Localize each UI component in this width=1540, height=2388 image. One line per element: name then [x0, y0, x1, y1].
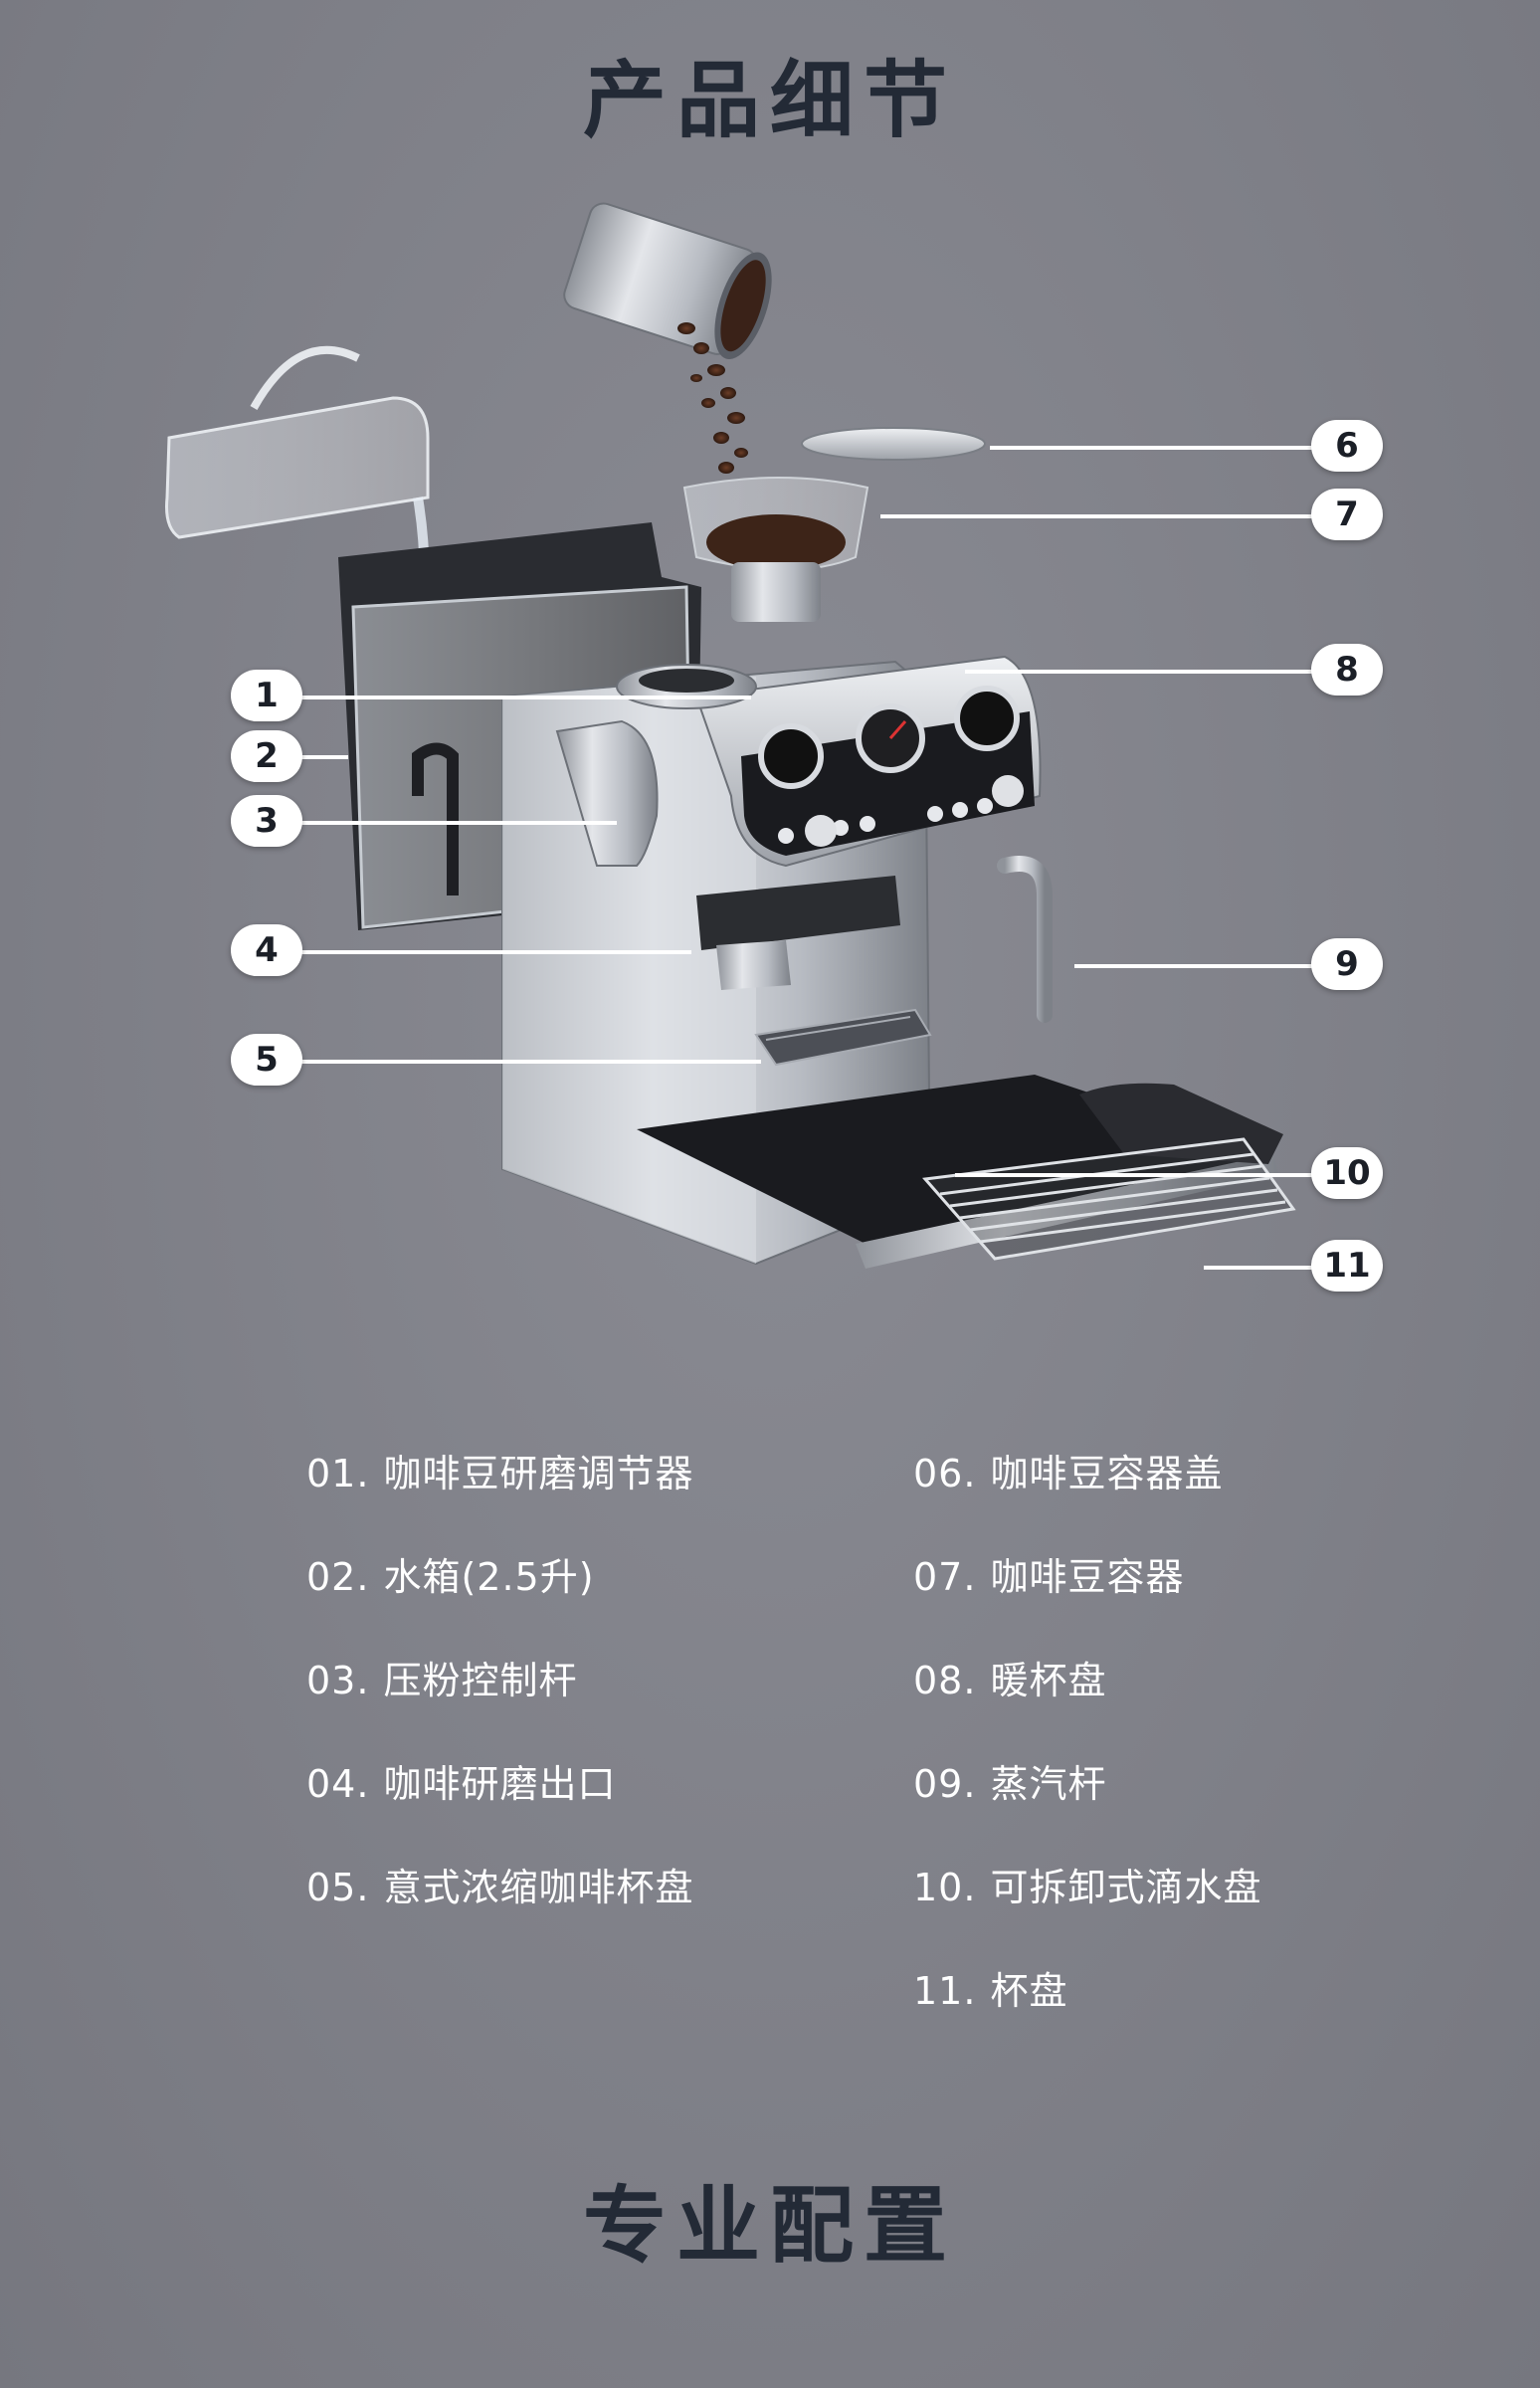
callout-6: 6: [1311, 420, 1383, 472]
espresso-machine-illustration: [165, 202, 1296, 1269]
callout-8: 8: [1311, 644, 1383, 696]
legend-item: 09. 蒸汽杆: [913, 1753, 1106, 1808]
leader-line-4: [298, 950, 691, 954]
falling-beans: [677, 322, 748, 474]
legend-number: 11.: [913, 1969, 977, 2013]
leader-line-11: [1204, 1266, 1313, 1270]
legend-item: 03. 压粉控制杆: [306, 1650, 577, 1704]
espresso-cup-tray: [754, 1008, 932, 1067]
callout-10: 10: [1311, 1147, 1383, 1199]
callout-3: 3: [231, 795, 302, 847]
legend-number: 08.: [913, 1659, 977, 1702]
legend-label: 蒸汽杆: [990, 1762, 1107, 1806]
legend-item: 01. 咖啡豆研磨调节器: [306, 1443, 693, 1497]
legend-number: 01.: [306, 1452, 370, 1495]
legend-item: 11. 杯盘: [913, 1960, 1067, 2015]
leader-line-9: [1074, 964, 1313, 968]
legend-label: 咖啡豆容器盖: [990, 1452, 1224, 1495]
legend-item: 02. 水箱(2.5升): [306, 1546, 595, 1601]
callout-9: 9: [1311, 938, 1383, 990]
legend-label: 暖杯盘: [990, 1659, 1107, 1702]
leader-line-7: [880, 514, 1313, 518]
callout-11: 11: [1311, 1240, 1383, 1292]
legend-item: 04. 咖啡研磨出口: [306, 1753, 616, 1808]
legend-label: 咖啡豆研磨调节器: [383, 1452, 694, 1495]
callout-2: 2: [231, 730, 302, 782]
legend-number: 09.: [913, 1762, 977, 1806]
drip-tray: [637, 1075, 1283, 1269]
bean-hopper-lid: [801, 427, 986, 461]
legend-item: 10. 可拆卸式滴水盘: [913, 1857, 1261, 1911]
leader-line-8: [965, 670, 1313, 674]
legend-number: 06.: [913, 1452, 977, 1495]
legend-label: 咖啡豆容器: [990, 1555, 1185, 1599]
page-title: 产品细节: [582, 52, 957, 149]
bean-hopper: [682, 477, 869, 622]
callout-1: 1: [231, 670, 302, 721]
section-title: 专业配置: [582, 2177, 957, 2275]
leader-line-6: [990, 446, 1313, 450]
legend-number: 02.: [306, 1555, 370, 1599]
legend-label: 水箱(2.5升): [383, 1555, 595, 1599]
leader-line-3: [298, 821, 617, 825]
legend-number: 03.: [306, 1659, 370, 1702]
legend-item: 07. 咖啡豆容器: [913, 1546, 1184, 1601]
leader-line-1: [298, 696, 751, 699]
legend-label: 可拆卸式滴水盘: [990, 1866, 1262, 1909]
leader-line-5: [298, 1060, 761, 1064]
callout-5: 5: [231, 1034, 302, 1086]
legend-number: 04.: [306, 1762, 370, 1806]
leader-line-10: [955, 1173, 1313, 1177]
legend-number: 07.: [913, 1555, 977, 1599]
legend-number: 10.: [913, 1866, 977, 1909]
leader-line-2: [298, 755, 348, 759]
legend-label: 压粉控制杆: [383, 1659, 578, 1702]
legend-item: 06. 咖啡豆容器盖: [913, 1443, 1223, 1497]
legend-label: 意式浓缩咖啡杯盘: [383, 1866, 694, 1909]
bean-canister: [563, 202, 772, 360]
legend-number: 05.: [306, 1866, 370, 1909]
callout-7: 7: [1311, 489, 1383, 540]
legend-label: 咖啡研磨出口: [383, 1762, 617, 1806]
legend-item: 05. 意式浓缩咖啡杯盘: [306, 1857, 693, 1911]
legend-label: 杯盘: [990, 1969, 1068, 2013]
callout-4: 4: [231, 924, 302, 976]
legend-item: 08. 暖杯盘: [913, 1650, 1106, 1704]
